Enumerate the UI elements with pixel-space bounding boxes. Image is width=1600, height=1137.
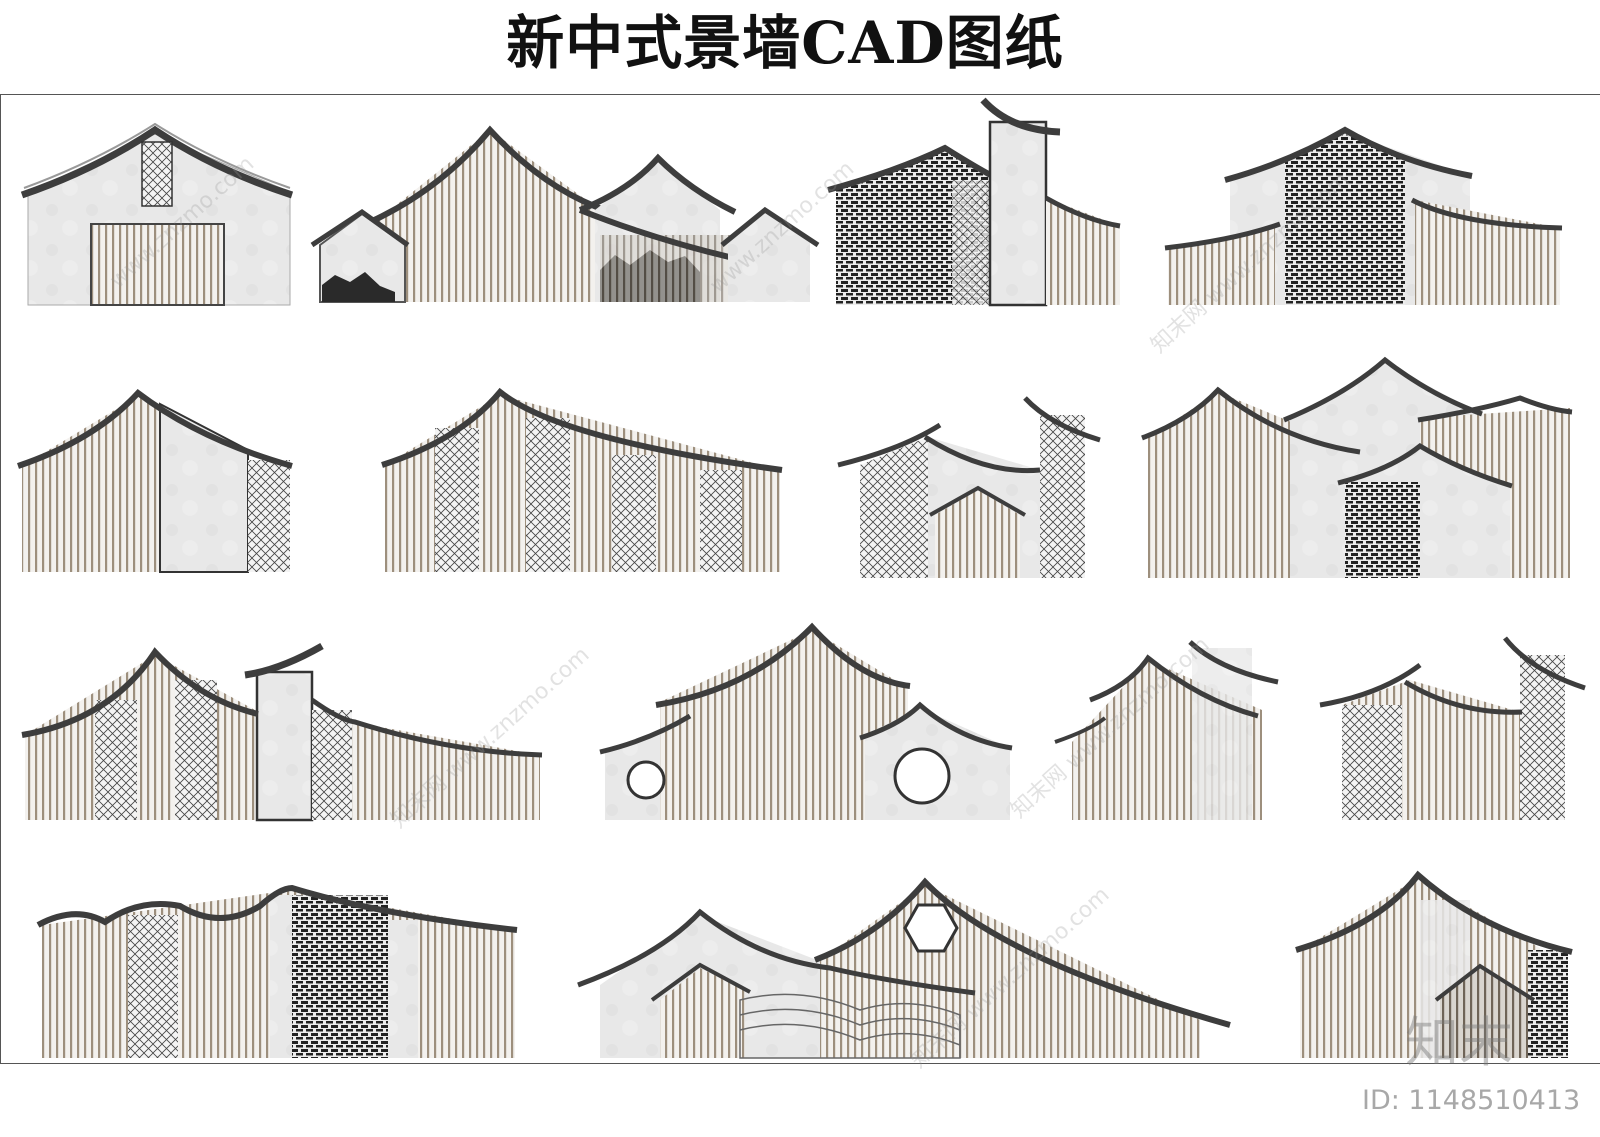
wall-elevation-2 — [310, 125, 820, 303]
wall-elevation-3 — [827, 97, 1121, 307]
wall-elevation-9 — [21, 642, 543, 822]
wall-elevation-11 — [1054, 640, 1279, 820]
wall-elevation-4 — [1164, 126, 1563, 305]
wall-elevation-14 — [577, 877, 1231, 1059]
wall-elevation-5 — [17, 388, 293, 573]
wall-elevation-15 — [1295, 870, 1573, 1058]
wall-elevation-6 — [381, 387, 783, 572]
page-title: 新中式景墙CAD图纸 — [506, 9, 1064, 77]
wall-elevation-10 — [599, 622, 1013, 820]
wall-elevation-8 — [1141, 356, 1573, 578]
wall-elevation-12 — [1319, 636, 1586, 820]
drawing-frame — [0, 94, 1600, 1064]
id-label: ID: 1148510413 — [1362, 1085, 1581, 1116]
wall-elevation-7 — [837, 396, 1101, 578]
wall-elevation-13 — [36, 884, 518, 1058]
brand-logo: 知末 — [1405, 1011, 1513, 1074]
wall-elevation-1 — [20, 122, 294, 306]
